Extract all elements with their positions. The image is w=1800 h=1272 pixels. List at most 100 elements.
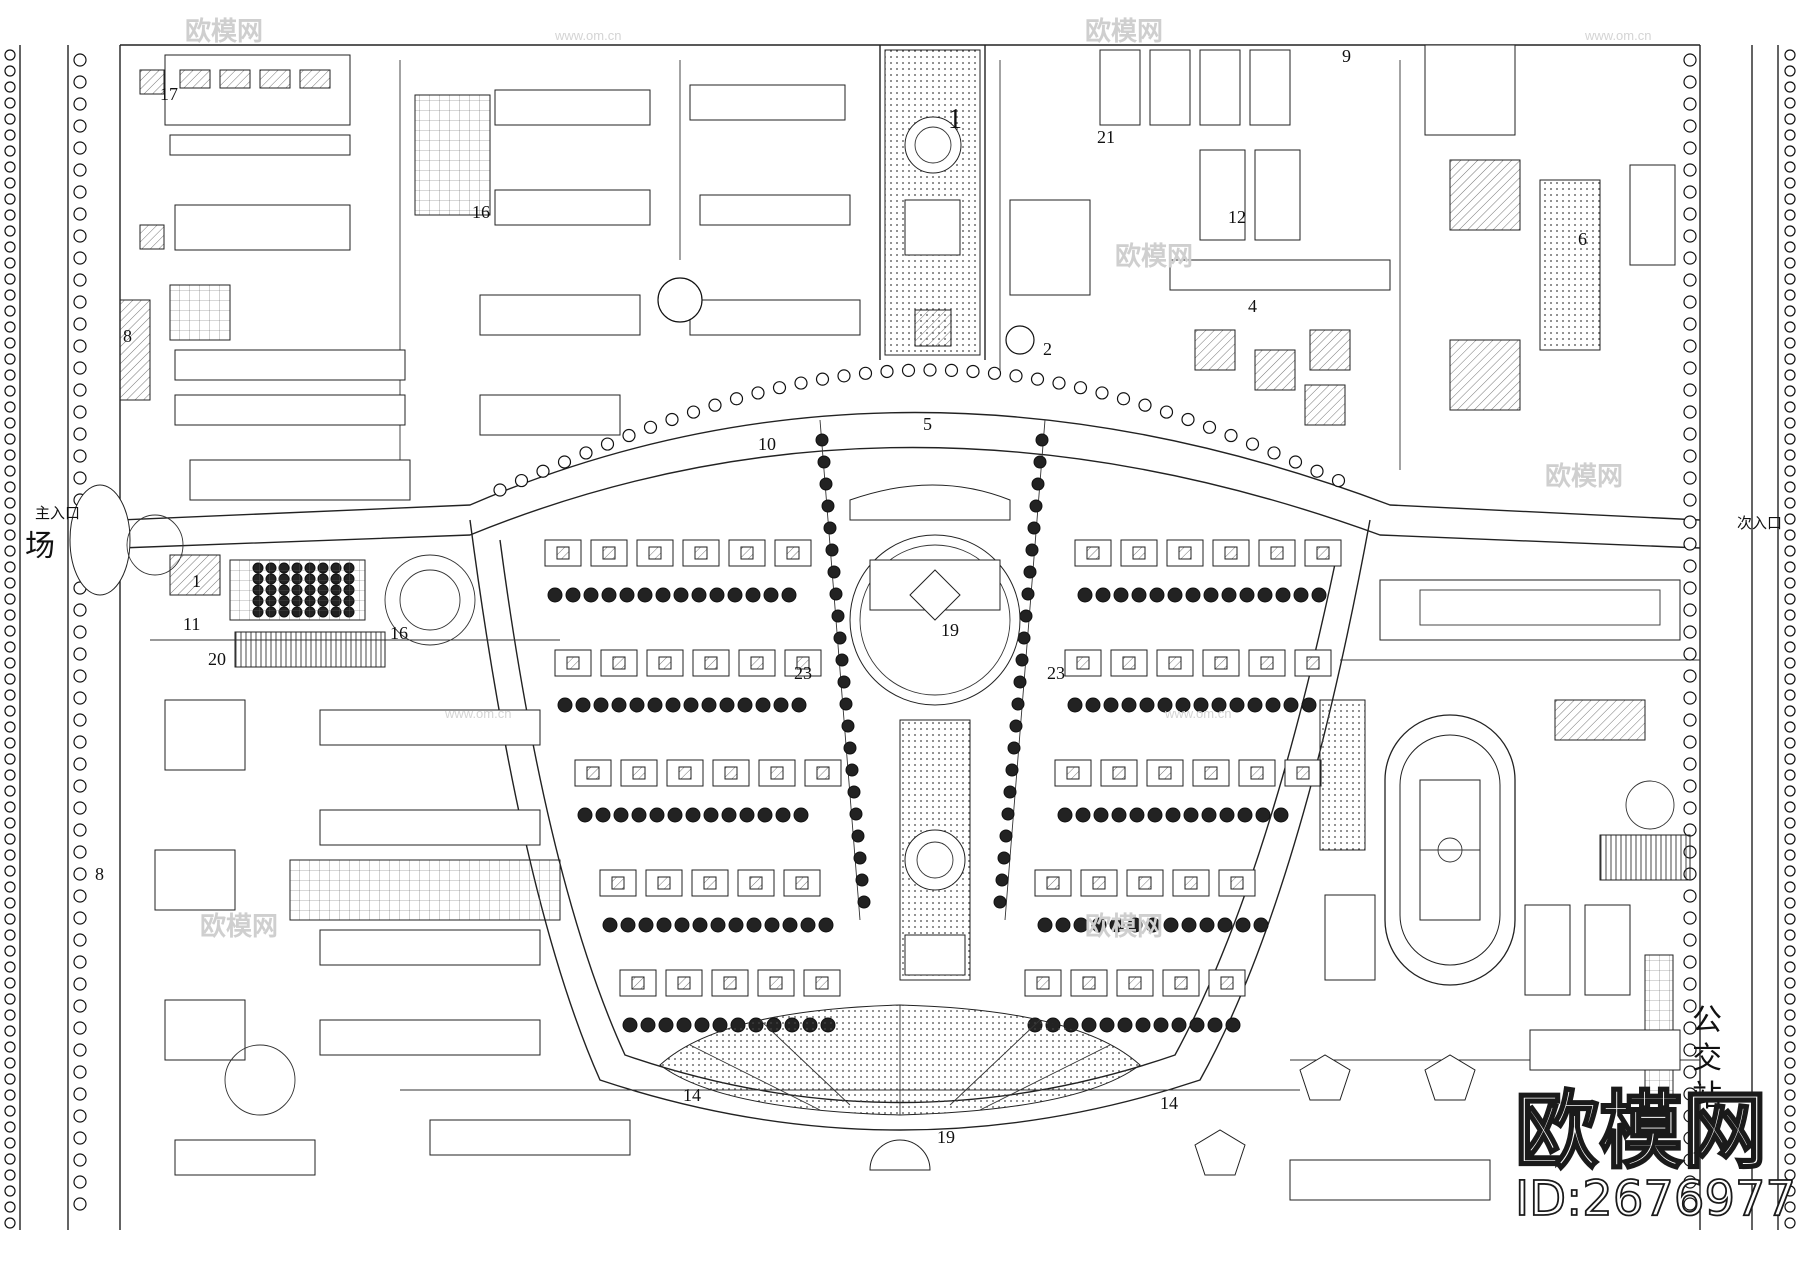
- tree-icon: [1073, 917, 1089, 933]
- tree-icon: [73, 735, 87, 749]
- tree-icon: [721, 807, 737, 823]
- tree-icon: [1683, 449, 1697, 463]
- tree-icon: [4, 993, 16, 1005]
- tree-icon: [1267, 446, 1281, 460]
- tree-icon: [880, 364, 894, 379]
- tree-icon: [674, 917, 690, 933]
- tree-icon: [1211, 697, 1227, 713]
- tree-icon: [4, 1105, 16, 1117]
- building-core: [632, 766, 646, 780]
- tree-icon: [709, 587, 725, 603]
- tree-icon: [1199, 917, 1215, 933]
- building-core: [769, 976, 783, 990]
- tree-icon: [1153, 1017, 1169, 1033]
- tree-icon: [4, 433, 16, 445]
- tree-icon: [1784, 705, 1796, 717]
- tree-icon: [701, 697, 717, 713]
- tree-icon: [1784, 81, 1796, 93]
- tree-icon: [1683, 317, 1697, 331]
- tree-icon: [1683, 1065, 1697, 1079]
- building-core: [602, 546, 616, 560]
- tree-icon: [4, 353, 16, 365]
- tree-icon: [1683, 537, 1697, 551]
- tree-icon: [745, 587, 761, 603]
- tree-icon: [1093, 807, 1109, 823]
- tree-icon: [833, 631, 847, 645]
- tree-icon: [4, 81, 16, 93]
- tree-icon: [727, 587, 743, 603]
- building-core: [1214, 656, 1228, 670]
- tree-icon: [1784, 1009, 1796, 1021]
- tree-icon: [643, 420, 658, 434]
- tree-icon: [1683, 581, 1697, 595]
- tree-icon: [1784, 337, 1796, 349]
- tree-icon: [1683, 889, 1697, 903]
- plan-label: 23: [1047, 663, 1065, 683]
- tree-icon: [1683, 273, 1697, 287]
- tree-icon: [1683, 625, 1697, 639]
- tree-icon: [1301, 697, 1317, 713]
- tree-icon: [781, 587, 797, 603]
- tree-icon: [4, 737, 16, 749]
- tree-icon: [73, 75, 87, 89]
- tree-icon: [1784, 721, 1796, 733]
- tree-icon: [4, 257, 16, 269]
- plaza-label: 场: [25, 529, 55, 564]
- tree-icon: [1683, 339, 1697, 353]
- tree-icon: [710, 917, 726, 933]
- tree-icon: [1784, 305, 1796, 317]
- tree-icon: [4, 465, 16, 477]
- plan-label: 19: [937, 1127, 955, 1147]
- building-core: [770, 766, 784, 780]
- tree-icon: [1167, 587, 1183, 603]
- tree-icon: [1171, 1017, 1187, 1033]
- tree-icon: [4, 177, 16, 189]
- tree-icon: [73, 647, 87, 661]
- tree-icon: [4, 801, 16, 813]
- residential-building: [774, 539, 812, 567]
- tree-icon: [600, 437, 615, 451]
- tree-icon: [1139, 697, 1155, 713]
- plan-label: 1: [192, 571, 201, 591]
- tree-icon: [4, 881, 16, 893]
- tree-icon: [1784, 385, 1796, 397]
- plan-label: 14: [1160, 1093, 1178, 1113]
- tree-icon: [1193, 697, 1209, 713]
- tree-icon: [73, 867, 87, 881]
- building-core: [1250, 766, 1264, 780]
- tree-icon: [1683, 1109, 1697, 1123]
- tree-icon: [1021, 587, 1035, 601]
- tree-icon: [1273, 807, 1289, 823]
- tree-icon: [853, 851, 867, 865]
- building-core: [1184, 876, 1198, 890]
- tree-icon: [73, 97, 87, 111]
- tree-icon: [1784, 769, 1796, 781]
- tree-icon: [1013, 675, 1027, 689]
- tree-icon: [831, 609, 845, 623]
- tree-icon: [1784, 545, 1796, 557]
- tree-icon: [1217, 917, 1233, 933]
- residential-building: [665, 969, 703, 997]
- tree-icon: [1283, 697, 1299, 713]
- tree-icon: [579, 446, 593, 460]
- tree-icon: [1784, 257, 1796, 269]
- building-core: [1158, 766, 1172, 780]
- plan-label: 2: [1043, 339, 1052, 359]
- building-core: [658, 656, 672, 670]
- tree-icon: [1784, 625, 1796, 637]
- tree-icon: [685, 807, 701, 823]
- central-north-mall: [884, 49, 981, 356]
- tree-icon: [4, 721, 16, 733]
- plan-labels: 1 2 4 5 6 8 8 9 10 11 12 14 14 16 16 17 …: [95, 46, 1587, 1147]
- tree-icon: [1683, 185, 1697, 199]
- tree-icon: [4, 1137, 16, 1149]
- tree-icon: [4, 689, 16, 701]
- tree-icon: [676, 1017, 692, 1033]
- tree-icon: [1003, 785, 1017, 799]
- tree-icon: [1784, 209, 1796, 221]
- tree-icon: [1183, 807, 1199, 823]
- tree-icon: [1127, 917, 1143, 933]
- tree-icon: [4, 385, 16, 397]
- tree-icon: [901, 363, 916, 377]
- tree-icon: [1149, 587, 1165, 603]
